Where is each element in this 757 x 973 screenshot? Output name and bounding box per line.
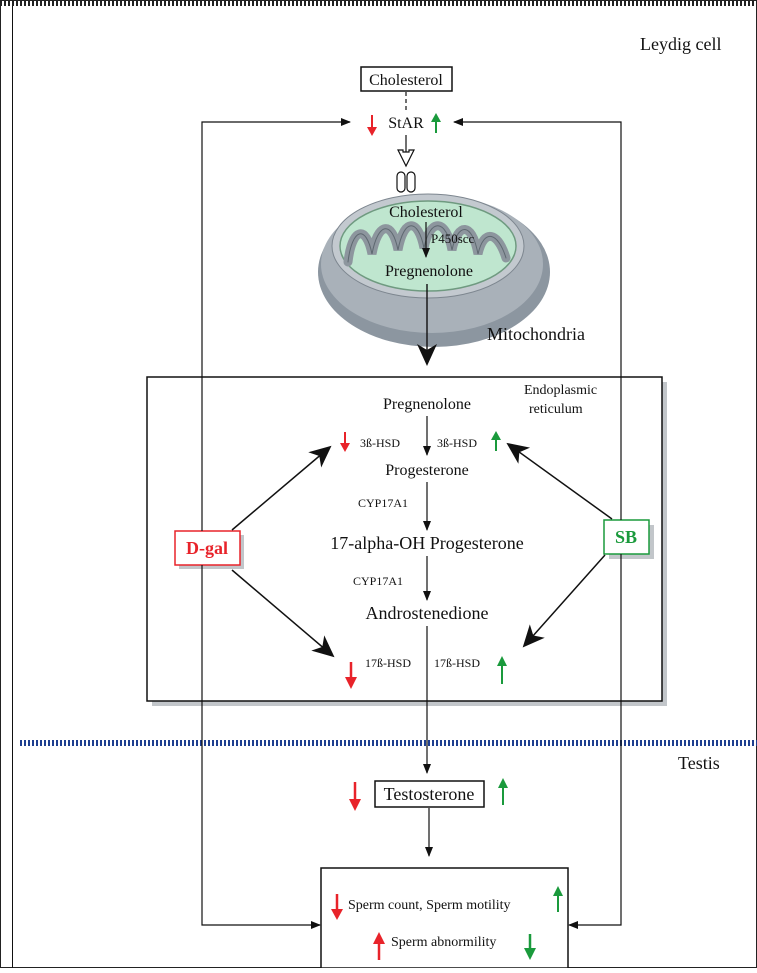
region-label-leydig: Leydig cell: [640, 34, 721, 54]
cholesterol-box-label: Cholesterol: [369, 72, 443, 89]
testosterone-box: [374, 780, 485, 808]
mito-cholesterol-label: Cholesterol: [389, 204, 463, 221]
dgal-to-hsd17b-arrow: [231, 569, 335, 658]
hsd3b-decrease-arrow: [340, 432, 350, 452]
sb-label: SB: [615, 527, 637, 547]
sperm-abnormility-increase-arrow: [373, 932, 385, 960]
sb-to-outcomes-arrow: [568, 554, 622, 929]
star-decrease-arrow: [367, 115, 377, 136]
p450scc-label: P450scc: [431, 231, 475, 246]
hsd17b-decrease-arrow: [345, 662, 357, 689]
testosterone-decrease-arrow: [349, 782, 361, 811]
dgal-box: [174, 530, 241, 566]
er-label-line2: reticulum: [529, 402, 583, 417]
er-label-line1: Endoplasmic: [524, 383, 597, 398]
star-transport-arrow: [397, 135, 415, 168]
membrane-channel-icon: [396, 171, 416, 193]
mito-pregnenolone-label: Pregnenolone: [385, 263, 473, 280]
progesterone-label: Progesterone: [385, 462, 469, 479]
sperm-count-increase-arrow: [553, 886, 563, 912]
outcome-line2: Sperm abnormility: [391, 935, 496, 950]
sb-to-hsd3b-arrow: [506, 442, 613, 520]
mitochondrion-icon: [318, 193, 550, 347]
star-label: StAR: [388, 115, 424, 132]
top-dashed-border: [0, 0, 757, 6]
outcome-line1: Sperm count, Sperm motility: [348, 898, 511, 913]
sb-to-star-arrow: [453, 118, 622, 520]
hsd17b-increase-arrow: [497, 656, 507, 684]
hsd17b-right-label: 17ß-HSD: [434, 656, 480, 670]
cyp17a1-2-label: CYP17A1: [353, 574, 403, 588]
sb-box: [603, 519, 650, 555]
dgal-to-star-arrow: [201, 118, 351, 531]
cholesterol-box: [360, 66, 453, 92]
hsd3b-increase-arrow: [491, 431, 501, 451]
left-border: [12, 6, 13, 968]
hsd3b-left-label: 3ß-HSD: [360, 436, 400, 450]
cyp17a1-1-label: CYP17A1: [358, 496, 408, 510]
dgal-label: D-gal: [186, 538, 228, 558]
sperm-count-decrease-arrow: [331, 894, 343, 920]
testosterone-label: Testosterone: [384, 784, 475, 804]
hsd3b-right-label: 3ß-HSD: [437, 436, 477, 450]
androstenedione-label: Androstenedione: [366, 603, 489, 623]
dgal-to-hsd3b-arrow: [231, 445, 332, 531]
region-label-testis: Testis: [678, 753, 720, 773]
mitochondria-label: Mitochondria: [487, 324, 585, 344]
star-increase-arrow: [431, 113, 441, 133]
dgal-to-outcomes-arrow: [201, 565, 321, 929]
ohprogesterone-label: 17-alpha-OH Progesterone: [330, 533, 523, 553]
sperm-abnormility-decrease-arrow: [524, 934, 536, 960]
er-pregnenolone-label: Pregnenolone: [383, 396, 471, 413]
hsd17b-left-label: 17ß-HSD: [365, 656, 411, 670]
sb-to-hsd17b-arrow: [522, 554, 606, 648]
testosterone-increase-arrow: [498, 778, 508, 805]
testis-divider: [18, 740, 757, 746]
